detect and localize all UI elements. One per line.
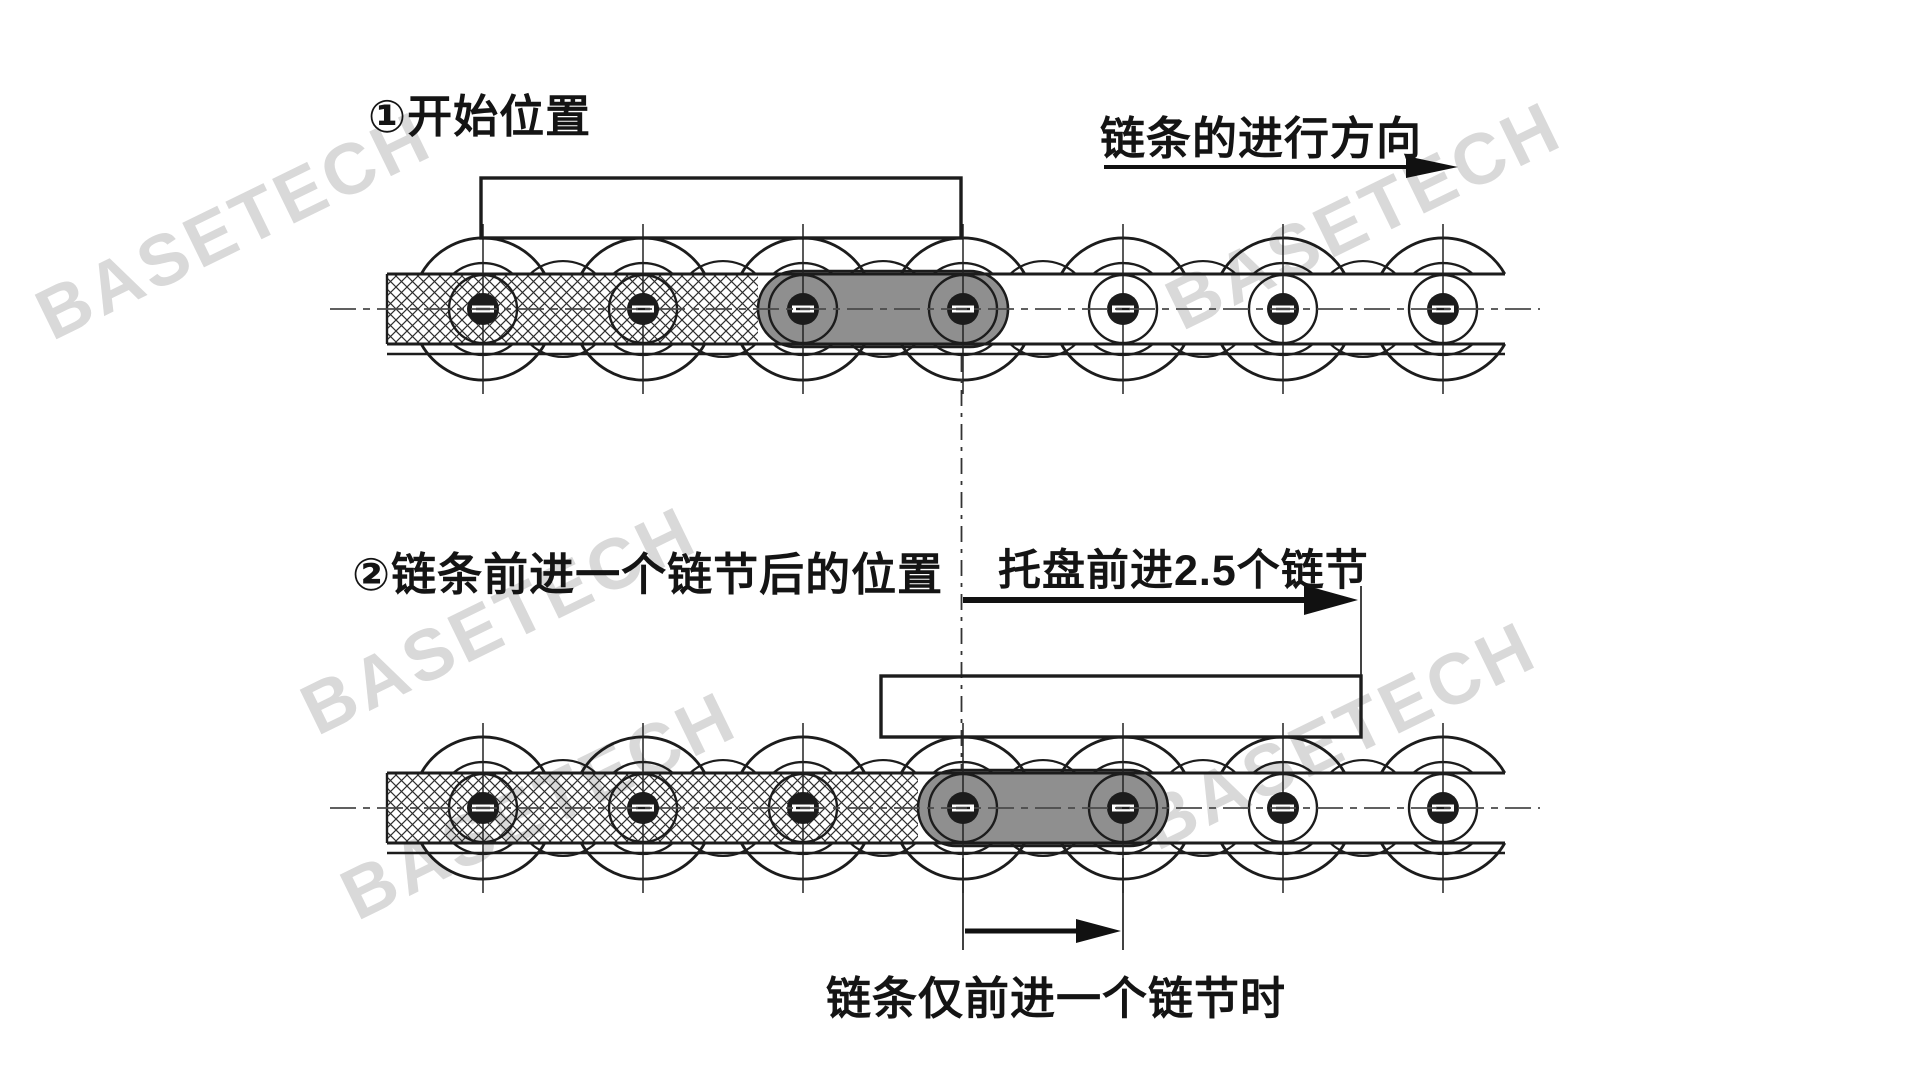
one-link-advance-label: 链条仅前进一个链节时 [826,973,1287,1024]
chain-direction-arrow [1104,156,1458,178]
step2-label: ②链条前进一个链节后的位置 [352,549,944,600]
chain-direction-label: 链条的进行方向 [1100,113,1423,164]
step1-label: ①开始位置 [368,91,592,142]
pallet-advance-label: 托盘前进2.5个链节 [998,547,1369,595]
bottom-chain [330,721,1540,895]
one-link-advance-arrow [962,858,1124,950]
pallet-advance-arrow [963,585,1362,676]
top-chain [330,222,1540,396]
pallet-bottom [879,674,1363,739]
pallet-top [479,176,963,240]
